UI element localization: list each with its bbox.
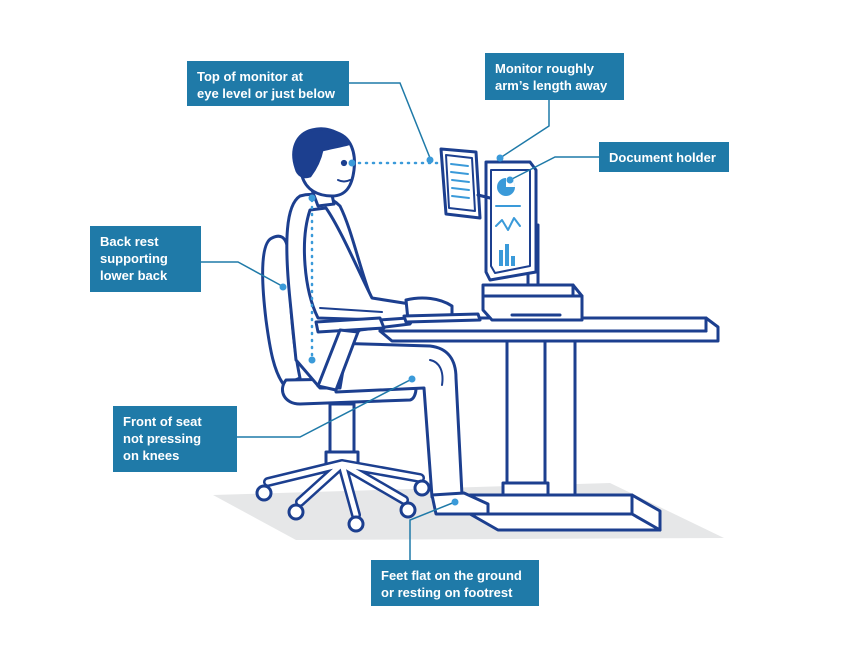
callout-line: Monitor roughly [495, 61, 594, 76]
callout-document-holder: Document holder [599, 142, 729, 172]
callout-line: Top of monitor at [197, 69, 303, 84]
callout-back-rest: Back rest supporting lower back [90, 226, 201, 292]
callout-line: arm’s length away [495, 78, 608, 93]
callout-line: Feet flat on the ground [381, 568, 522, 583]
document-holder [439, 147, 492, 220]
leader-dots [279, 154, 514, 506]
callout-feet-flat: Feet flat on the ground or resting on fo… [371, 560, 539, 606]
guide-lines [310, 161, 442, 362]
callout-line: or resting on footrest [381, 585, 513, 600]
seated-person [285, 127, 490, 516]
monitor-riser [481, 283, 584, 322]
callout-line: Document holder [609, 150, 716, 165]
callout-line: Front of seat [123, 414, 202, 429]
callout-line: lower back [100, 268, 168, 283]
monitor [484, 160, 540, 287]
callout-line: Back rest [100, 234, 159, 249]
callout-line: on knees [123, 448, 180, 463]
callout-line: supporting [100, 251, 168, 266]
callout-line: not pressing [123, 431, 202, 446]
callout-line: eye level or just below [197, 86, 335, 101]
leader-lines [201, 82, 599, 560]
callout-top-of-monitor: Top of monitor at eye level or just belo… [187, 61, 349, 106]
callout-arm-length: Monitor roughly arm’s length away [485, 53, 624, 100]
callout-front-of-seat: Front of seat not pressing on knees [113, 406, 237, 472]
